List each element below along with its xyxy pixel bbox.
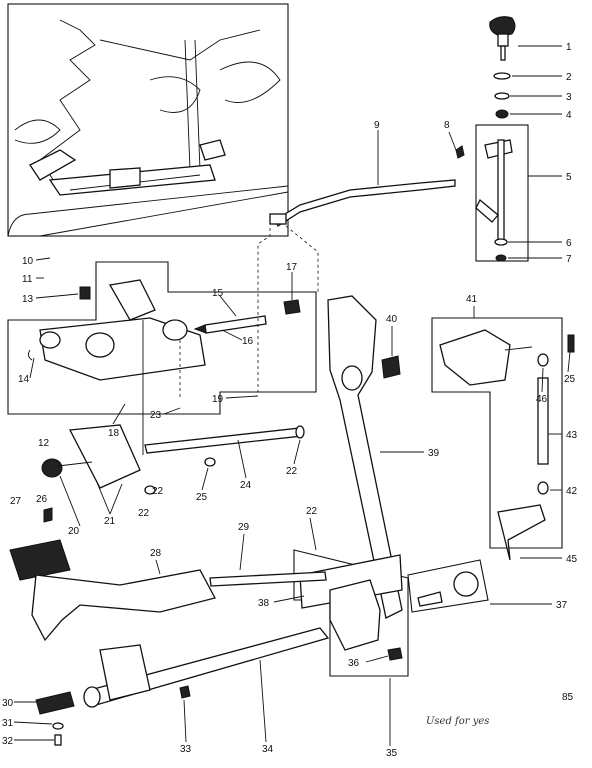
callout-35: 35 [386, 748, 398, 759]
callout-14: 14 [18, 374, 30, 385]
callout-34: 34 [262, 744, 274, 755]
callout-22c: 22 [306, 506, 318, 517]
callout-40: 40 [386, 314, 398, 325]
inset-machine-view [7, 3, 289, 237]
callout-5: 5 [566, 172, 572, 183]
handwritten-stamp: Used for yes [426, 716, 489, 727]
callout-28: 28 [150, 548, 162, 559]
callout-8: 8 [444, 120, 450, 131]
page-mark: 85 [562, 692, 574, 703]
callout-30: 30 [2, 698, 14, 709]
assembly-frame-41 [431, 317, 575, 561]
callout-36: 36 [348, 658, 360, 669]
callout-17: 17 [286, 262, 298, 273]
callout-labels: 1 2 3 4 5 6 7 8 9 10 11 12 13 14 15 16 1… [2, 42, 578, 759]
callout-32: 32 [2, 736, 14, 747]
callout-9: 9 [374, 120, 380, 131]
callout-29: 29 [238, 522, 250, 533]
assembly-frame-12 [7, 225, 319, 455]
callout-4: 4 [566, 110, 572, 121]
callout-42: 42 [566, 486, 578, 497]
callout-45: 45 [566, 554, 578, 565]
callout-24: 24 [240, 480, 252, 491]
callout-43: 43 [566, 430, 578, 441]
connecting-rod [269, 130, 457, 227]
callout-21: 21 [104, 516, 116, 527]
callout-15: 15 [212, 288, 224, 299]
callout-22d: 22 [152, 486, 164, 497]
callout-26: 26 [36, 494, 48, 505]
callout-3: 3 [566, 92, 572, 103]
callout-37: 37 [556, 600, 568, 611]
lever-39 [327, 295, 403, 619]
callout-12: 12 [38, 438, 50, 449]
assembly-frame-35 [293, 549, 489, 677]
callout-6: 6 [566, 238, 572, 249]
shaft-24 [41, 424, 305, 495]
callout-33: 33 [180, 744, 192, 755]
callout-23: 23 [150, 410, 162, 421]
callout-19: 19 [212, 394, 224, 405]
callout-16: 16 [242, 336, 254, 347]
callout-18: 18 [108, 428, 120, 439]
callout-27: 27 [10, 496, 22, 507]
callout-10: 10 [22, 256, 34, 267]
callout-46: 46 [536, 394, 548, 405]
callout-22a: 22 [286, 466, 298, 477]
callout-38: 38 [258, 598, 270, 609]
callout-39: 39 [428, 448, 440, 459]
callout-25a: 25 [196, 492, 208, 503]
callout-22b: 22 [138, 508, 150, 519]
callout-1: 1 [566, 42, 572, 53]
callout-31: 31 [2, 718, 14, 729]
callout-41: 41 [466, 294, 478, 305]
callout-2: 2 [566, 72, 572, 83]
callout-leaders [13, 257, 571, 746]
callout-11: 11 [22, 274, 33, 285]
callout-20: 20 [68, 526, 80, 537]
callout-7: 7 [566, 254, 572, 265]
knob-assembly [455, 16, 562, 262]
lower-assembly [9, 507, 330, 746]
callout-13: 13 [22, 294, 34, 305]
callout-25b: 25 [564, 374, 576, 385]
